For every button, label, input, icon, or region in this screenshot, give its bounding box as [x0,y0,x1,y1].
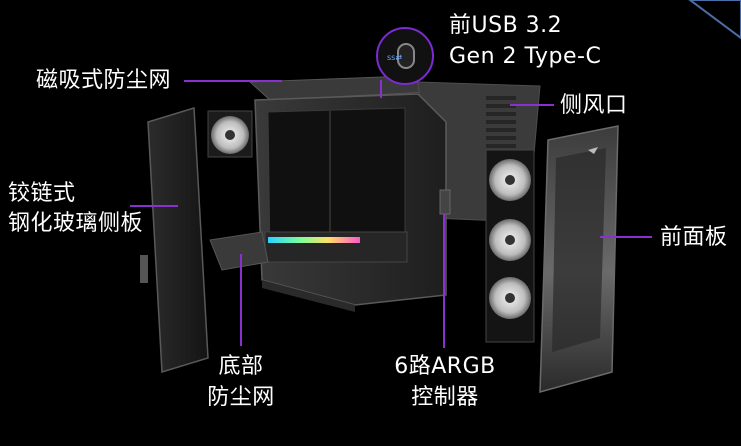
label-hinge-line2: 钢化玻璃侧板 [8,211,144,236]
label-front-panel: 前面板 [660,225,728,250]
label-bottom-line2: 防尘网 [207,385,275,410]
label-side-vent: 侧风口 [560,93,628,118]
svg-text:ss⇄: ss⇄ [387,53,402,62]
label-bottom-line1: 底部 [218,354,264,379]
psu-shroud [264,231,408,263]
label-usb-line1: 前USB 3.2 [449,13,563,38]
label-magnetic-filter: 磁吸式防尘网 [36,68,172,93]
label-hinge-line1: 铰链式 [8,181,76,206]
callout-line-argb [443,214,445,348]
glass-hinge [140,255,148,283]
bottom-dust-filter [209,231,269,271]
label-argb-line2: 控制器 [411,385,479,410]
callout-line-side-vent [510,104,554,106]
front-panel-mesh [552,148,606,352]
case-feet [262,280,355,312]
rear-fan [207,110,253,158]
corner-accent [688,0,741,40]
label-argb-line1: 6路ARGB [394,354,496,379]
front-fan-top [489,159,531,201]
callout-line-magnetic-filter [184,80,282,82]
dragon-logo-icon [588,147,598,154]
front-fan-bottom [489,277,531,319]
front-fan-middle [489,219,531,261]
callout-line-bottom [240,254,242,346]
argb-strip [268,237,360,243]
argb-controller [439,189,451,215]
usb-c-port-zoom: ss⇄ [376,27,434,85]
label-usb-line2: Gen 2 Type-C [449,44,602,69]
callout-line-hinge [130,205,178,207]
front-fan-stack [485,149,535,343]
callout-line-usb [380,80,382,98]
tempered-glass-panel [147,107,209,373]
callout-line-front-panel [600,236,652,238]
